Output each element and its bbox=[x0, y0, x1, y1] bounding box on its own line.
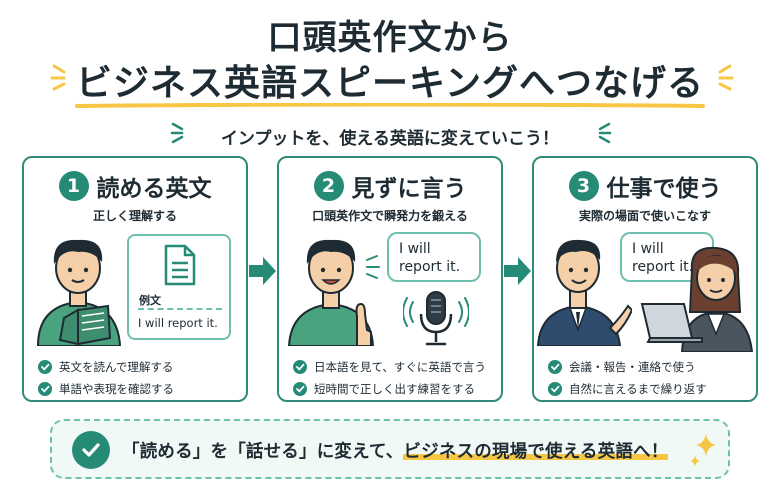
step-number-badge: 2 bbox=[313, 171, 344, 201]
step-title: 仕事で使う bbox=[606, 176, 722, 202]
check-item-label: 会議・報告・連絡で使う bbox=[569, 360, 696, 374]
check-icon bbox=[548, 360, 562, 374]
sparkle-right-icon bbox=[718, 64, 734, 91]
check-list: 会議・報告・連絡で使う 自然に言えるまで繰り返す bbox=[548, 356, 750, 400]
arrow-right-icon bbox=[504, 257, 531, 285]
page-title-line2: ビジネス英語スピーキングへつなげる bbox=[76, 63, 704, 104]
check-item-label: 短時間で正しく出す練習をする bbox=[314, 382, 475, 396]
speech-lines-icon bbox=[366, 255, 380, 279]
check-item-label: 単語や表現を確認する bbox=[59, 382, 174, 396]
check-icon bbox=[38, 382, 52, 396]
step-card-2: 2 見ずに言う 口頭英作文で瞬発力を鍛える I will report it. bbox=[277, 156, 503, 402]
speech-line2: report it. bbox=[632, 259, 694, 275]
step-subtitle: 正しく理解する bbox=[92, 209, 177, 223]
person-speaking-illustration bbox=[287, 239, 375, 346]
step-number-badge: 3 bbox=[568, 171, 599, 201]
summary-text-highlight: ビジネスの現場で使える英語へ！ bbox=[403, 442, 669, 462]
example-label: 例文 bbox=[139, 294, 161, 307]
check-icon bbox=[548, 382, 562, 396]
step-subtitle: 実際の場面で使いこなす bbox=[578, 209, 711, 223]
subtitle: インプットを、使える英語に変えていこう！ bbox=[220, 129, 560, 149]
step-card-1: 1 読める英文 正しく理解する 例文 I will report it. 英文を… bbox=[22, 156, 248, 402]
colleague-with-laptop-illustration bbox=[640, 246, 754, 352]
check-list: 日本語を見て、すぐに英語で言う 短時間で正しく出す練習をする bbox=[293, 356, 495, 400]
example-sentence: I will report it. bbox=[138, 316, 218, 330]
example-sentence-box: 例文 I will report it. bbox=[127, 234, 231, 340]
page-title-line1: 口頭英作文から bbox=[267, 18, 513, 58]
arrow-right-icon bbox=[249, 257, 276, 285]
speech-line1: I will bbox=[632, 241, 664, 257]
step-header: 2 見ずに言う bbox=[279, 168, 501, 204]
subtitle-accent-right-icon bbox=[598, 122, 612, 144]
speech-bubble: I will report it. bbox=[387, 232, 481, 282]
check-item: 英文を読んで理解する bbox=[38, 356, 240, 378]
businessman-illustration bbox=[536, 239, 632, 346]
subtitle-accent-left-icon bbox=[170, 122, 184, 144]
step-number-badge: 1 bbox=[58, 171, 89, 201]
check-icon bbox=[293, 360, 307, 374]
summary-text: 「読める」を「話せる」に変えて、ビジネスの現場で使える英語へ！ bbox=[122, 438, 669, 463]
check-item: 短時間で正しく出す練習をする bbox=[293, 378, 495, 400]
check-icon bbox=[38, 360, 52, 374]
check-item-label: 自然に言えるまで繰り返す bbox=[569, 382, 707, 396]
summary-text-lead: 「読める」を「話せる」に変えて、 bbox=[122, 442, 404, 462]
dashed-divider bbox=[138, 308, 222, 310]
check-item-label: 日本語を見て、すぐに英語で言う bbox=[314, 360, 486, 374]
summary-banner: 「読める」を「話せる」に変えて、ビジネスの現場で使える英語へ！ bbox=[50, 419, 730, 479]
check-icon bbox=[293, 382, 307, 396]
person-reading-illustration bbox=[36, 239, 122, 346]
step-title: 見ずに言う bbox=[351, 176, 467, 202]
check-item: 単語や表現を確認する bbox=[38, 378, 240, 400]
speech-line2: report it. bbox=[399, 259, 461, 275]
sparkle-star-icon bbox=[690, 433, 716, 467]
microphone-icon bbox=[403, 291, 469, 346]
title-underline bbox=[75, 103, 705, 108]
speech-line1: I will bbox=[399, 241, 431, 257]
check-item: 自然に言えるまで繰り返す bbox=[548, 378, 750, 400]
sparkle-left-icon bbox=[50, 64, 66, 91]
step-header: 3 仕事で使う bbox=[534, 168, 756, 204]
check-circle-icon bbox=[72, 431, 110, 469]
step-header: 1 読める英文 bbox=[24, 168, 246, 204]
step-card-3: 3 仕事で使う 実際の場面で使いこなす I will report it. 会議 bbox=[532, 156, 758, 402]
check-item: 会議・報告・連絡で使う bbox=[548, 356, 750, 378]
check-list: 英文を読んで理解する 単語や表現を確認する bbox=[38, 356, 240, 400]
check-item-label: 英文を読んで理解する bbox=[59, 360, 174, 374]
document-icon bbox=[164, 244, 196, 286]
check-item: 日本語を見て、すぐに英語で言う bbox=[293, 356, 495, 378]
step-subtitle: 口頭英作文で瞬発力を鍛える bbox=[312, 209, 468, 223]
step-title: 読める英文 bbox=[96, 176, 212, 202]
